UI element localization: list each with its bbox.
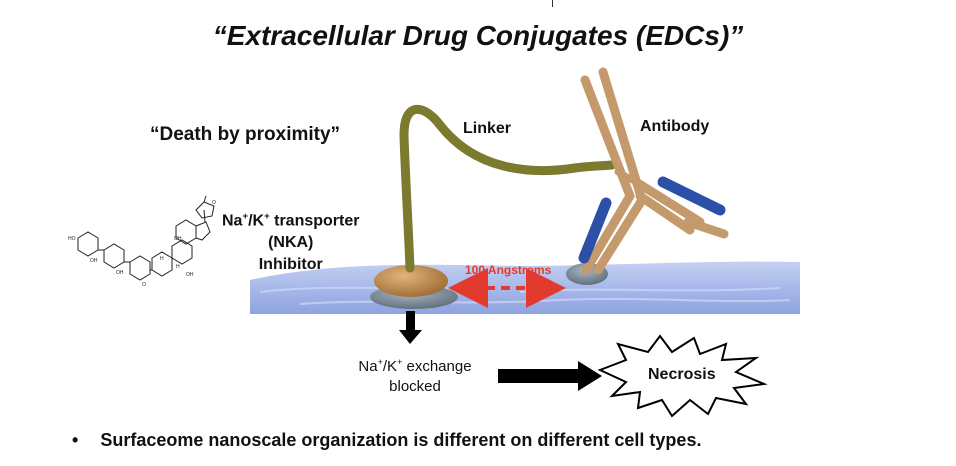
nka-label-line3: Inhibitor bbox=[258, 256, 323, 274]
svg-text:H: H bbox=[160, 256, 164, 262]
nka-inhibitor-structure-icon bbox=[77, 195, 215, 281]
bullet-list: • Surfaceome nanoscale organization is di… bbox=[72, 430, 701, 451]
svg-text:OH: OH bbox=[116, 270, 124, 276]
distance-label: 100 Angstroms bbox=[465, 263, 552, 277]
structure-atom-labels: HO OH OH O OH OH O H H bbox=[68, 200, 216, 288]
down-arrow-icon bbox=[399, 311, 422, 344]
drug-payload bbox=[374, 265, 448, 297]
nka-label-line2: (NKA) bbox=[268, 234, 314, 252]
antibody-label: Antibody bbox=[640, 118, 710, 135]
exchange-label-line1: Na+/K+ exchange bbox=[358, 357, 472, 375]
linker-label: Linker bbox=[463, 120, 512, 137]
necrosis-burst-icon bbox=[597, 334, 768, 418]
bullet-dot-icon: • bbox=[72, 430, 79, 450]
linker-chain bbox=[399, 104, 617, 273]
svg-text:O: O bbox=[212, 200, 216, 206]
nka-label-line1: Na+/K+ transporter bbox=[222, 211, 360, 230]
slide-title: “Extracellular Drug Conjugates (EDCs)” bbox=[212, 20, 744, 51]
antibody-shape bbox=[578, 67, 729, 275]
svg-text:OH: OH bbox=[90, 258, 98, 264]
svg-text:OH: OH bbox=[174, 236, 182, 242]
top-edge-mark bbox=[552, 0, 553, 7]
necrosis-label: Necrosis bbox=[648, 366, 716, 383]
exchange-label-line2: blocked bbox=[389, 378, 441, 395]
right-arrow-icon bbox=[498, 361, 602, 391]
svg-text:HO: HO bbox=[68, 236, 76, 242]
svg-text:H: H bbox=[176, 264, 180, 270]
bullet-item: Surfaceome nanoscale organization is dif… bbox=[100, 430, 702, 450]
svg-text:O: O bbox=[142, 282, 146, 288]
nka-inhibitor-label: Na+/K+ transporter (NKA) Inhibitor bbox=[222, 206, 359, 276]
tagline: “Death by proximity” bbox=[150, 124, 341, 145]
svg-text:OH: OH bbox=[186, 272, 194, 278]
exchange-blocked-label: Na+/K+ exchange blocked bbox=[330, 352, 500, 397]
